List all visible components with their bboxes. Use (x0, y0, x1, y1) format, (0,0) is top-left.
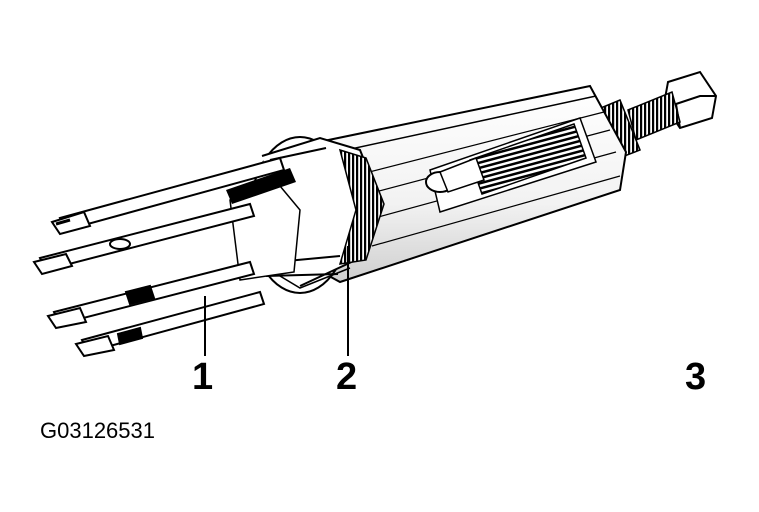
callout-1: 1 (192, 356, 214, 398)
inner-band (226, 168, 296, 204)
spindle-thread-outer (627, 90, 681, 142)
puller-jaws (32, 156, 286, 358)
figure-id: G03126531 (40, 418, 155, 443)
center-slot (425, 117, 597, 213)
callout-2: 2 (336, 356, 358, 398)
callout-3: 3 (685, 356, 707, 398)
leader-lines (204, 246, 349, 356)
